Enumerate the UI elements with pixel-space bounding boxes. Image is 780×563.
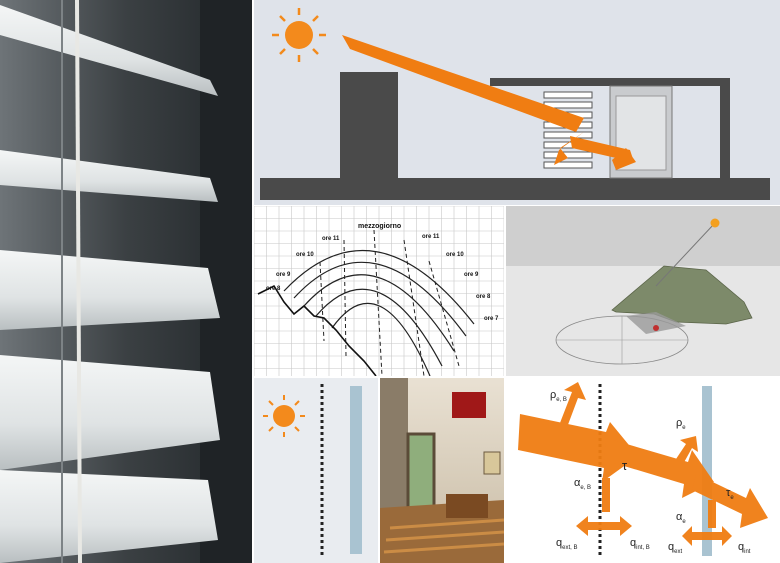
svg-text:qext: qext — [668, 541, 682, 555]
sun-path-chart: mezzogiorno ore 11 ore 11 ore 10 ore 10 … — [254, 206, 504, 376]
label-hour-9-left: ore 9 — [276, 272, 291, 278]
label-hour-10-left: ore 10 — [296, 252, 314, 258]
label-q-ext-B: q — [556, 537, 562, 549]
energy-flux-diagram: ρe, B ρe τ τe αe, B αe qext, B qint, B q… — [506, 378, 780, 563]
svg-text:τe: τe — [726, 487, 734, 501]
sun-ray-arrow — [342, 35, 636, 170]
svg-text:ρe: ρe — [676, 417, 686, 431]
blind-slats — [0, 5, 220, 563]
svg-text:qint, B: qint, B — [630, 537, 650, 551]
svg-text:qint: qint — [738, 541, 751, 555]
ground — [260, 178, 770, 200]
svg-text:qext, B: qext, B — [556, 537, 577, 551]
label-hour-9-right: ore 9 — [464, 272, 479, 278]
svg-text:ρe, B: ρe, B — [550, 389, 567, 403]
sun-path-curves — [283, 249, 475, 376]
hour-lines — [319, 229, 460, 376]
shading-slats — [543, 91, 593, 169]
label-alpha-e-B: α — [574, 477, 581, 489]
terrain-sun-angle-render — [506, 206, 780, 376]
sun-shading-section-diagram — [254, 0, 780, 205]
flux-labels: ρe, B ρe τ τe αe, B αe qext, B qint, B q… — [550, 389, 751, 555]
label-hour-8-right: ore 8 — [476, 294, 491, 300]
label-hour-7: ore 7 — [484, 316, 499, 322]
glass-pane — [350, 386, 362, 554]
svg-text:αe: αe — [676, 511, 686, 525]
blind-cord — [75, 0, 82, 563]
glass-pane — [702, 386, 712, 556]
table — [446, 494, 488, 518]
svg-text:αe, B: αe, B — [574, 477, 591, 491]
terrain-hill — [611, 265, 753, 325]
label-hour-11-right: ore 11 — [422, 234, 440, 240]
label-hour-8-left: ore 8 — [266, 286, 281, 292]
red-artwork — [452, 392, 486, 418]
sun-icon — [263, 395, 305, 437]
sun-icon — [710, 218, 720, 228]
label-rho-e: ρ — [676, 417, 682, 429]
horizon-profile — [257, 284, 377, 376]
house-section — [490, 78, 730, 179]
shading-layout-diagram — [254, 378, 378, 563]
chart-grid — [254, 206, 504, 376]
label-q-int: q — [738, 541, 744, 553]
label-tau-e: τ — [726, 487, 731, 499]
flux-arrows — [518, 382, 768, 546]
label-tau: τ — [622, 458, 628, 473]
sun-icon — [272, 8, 326, 62]
blinds-photo — [0, 0, 252, 563]
window — [406, 432, 436, 512]
label-hour-11-left: ore 11 — [322, 236, 340, 242]
label-q-ext: q — [668, 541, 674, 553]
label-hour-10-right: ore 10 — [446, 252, 464, 258]
interior-photo — [380, 378, 504, 563]
label-noon: mezzogiorno — [358, 223, 401, 230]
label-q-int-B: q — [630, 537, 636, 549]
neighbor-building — [340, 72, 398, 178]
label-rho-e-B: ρ — [550, 389, 556, 401]
label-alpha-e: α — [676, 511, 683, 523]
